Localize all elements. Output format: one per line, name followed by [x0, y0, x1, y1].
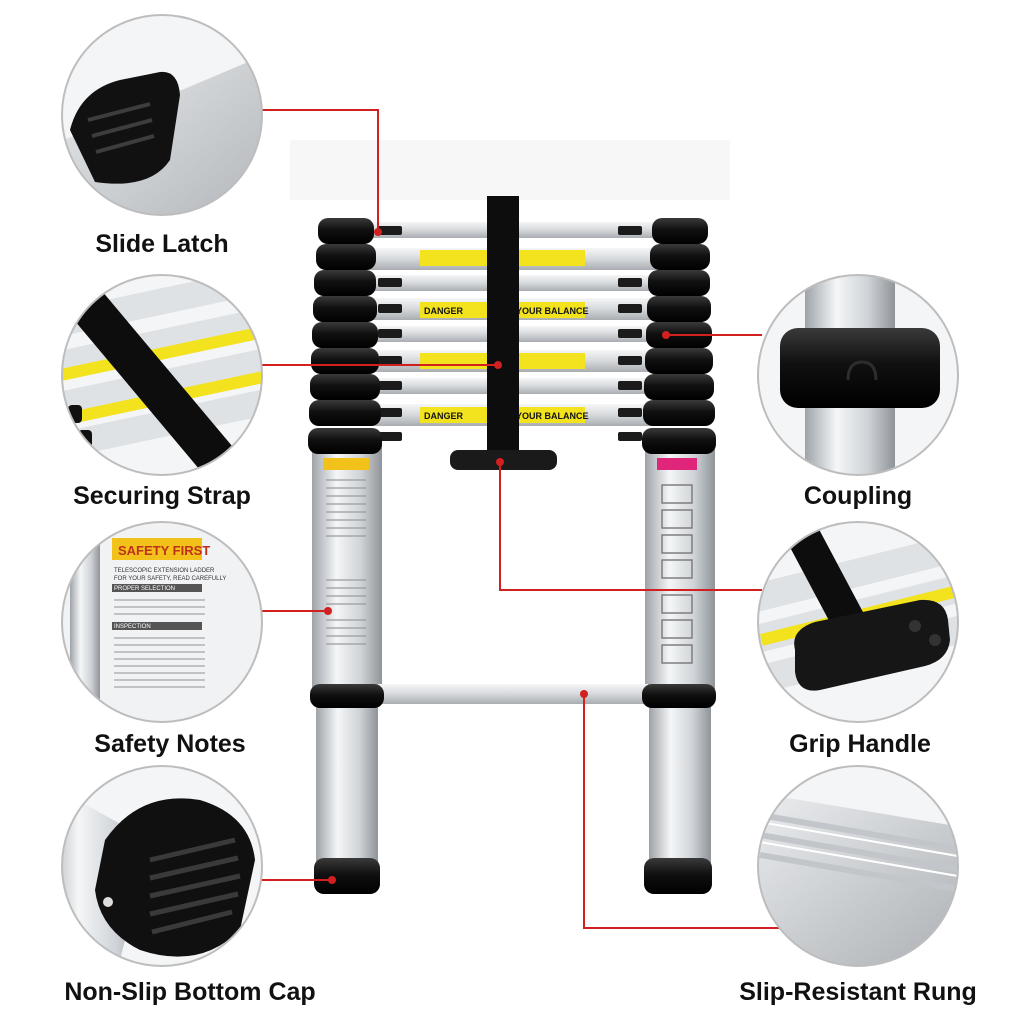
- rung-detail: [757, 765, 959, 967]
- danger-label-lower: DANGER: [424, 411, 464, 421]
- leader-lines: [258, 109, 780, 929]
- slip-resistant-rung-label: Slip-Resistant Rung: [739, 978, 977, 1006]
- slide-latch-label: Slide Latch: [95, 230, 229, 258]
- right-rail-upper: [645, 440, 715, 700]
- your-balance-label: YOUR BALANCE: [516, 306, 589, 316]
- svg-text:PROPER SELECTION: PROPER SELECTION: [114, 586, 175, 592]
- grip-handle: [450, 450, 557, 470]
- non-slip-bottom-cap-label: Non-Slip Bottom Cap: [64, 978, 316, 1006]
- securing-strap-detail: [61, 274, 263, 476]
- securing-strap: [487, 196, 519, 458]
- left-rail-lower: [316, 700, 378, 870]
- bottom-cap-detail: [61, 765, 263, 967]
- grip-handle-label: Grip Handle: [789, 730, 931, 758]
- coupling-label: Coupling: [803, 482, 913, 510]
- slide-latch-detail: [61, 14, 263, 216]
- your-balance-label-lower: YOUR BALANCE: [516, 411, 589, 421]
- leader-dots: [324, 228, 670, 884]
- right-couplings: [642, 218, 716, 454]
- right-foot: [644, 858, 712, 894]
- safety-notes-detail: SAFETY FIRST TELESCOPIC EXTENSION LADDER…: [61, 521, 263, 723]
- grip-handle-detail: [757, 521, 959, 723]
- bottom-rung: [378, 684, 648, 704]
- right-rail-lower: [649, 700, 711, 870]
- svg-text:FOR YOUR SAFETY, READ CAREFULL: FOR YOUR SAFETY, READ CAREFULLY: [114, 576, 226, 582]
- svg-text:TELESCOPIC EXTENSION LADDER: TELESCOPIC EXTENSION LADDER: [114, 568, 215, 574]
- coupling-detail: [757, 274, 959, 476]
- safety-notes-label: Safety Notes: [94, 730, 246, 758]
- left-rail-upper: [312, 440, 382, 700]
- svg-text:INSPECTION: INSPECTION: [114, 624, 151, 630]
- safety-first-label: SAFETY FIRST: [118, 543, 210, 558]
- danger-label: DANGER: [424, 306, 464, 316]
- securing-strap-label: Securing Strap: [73, 482, 251, 510]
- left-foot: [314, 858, 380, 894]
- left-couplings: [308, 218, 382, 454]
- telescopic-ladder: DANGER YOUR BALANCE DANGER YOUR BALANCE: [290, 140, 730, 894]
